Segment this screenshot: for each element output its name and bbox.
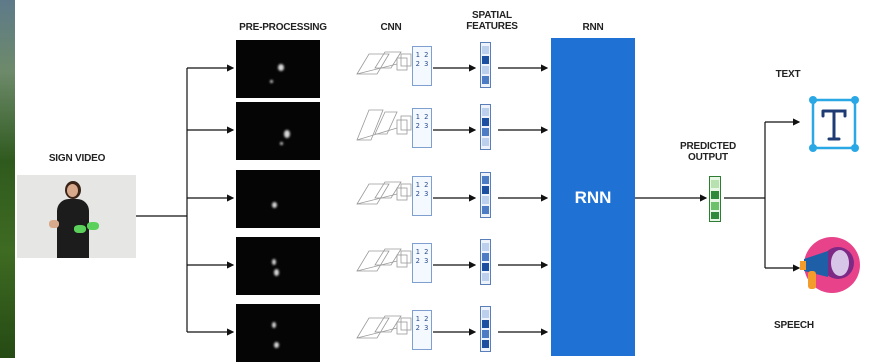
- background-photo-strip: [0, 0, 15, 358]
- text-t-icon: [808, 95, 860, 153]
- spatial-feature-vector-5: [480, 306, 491, 352]
- predicted-output-line1: PREDICTED: [680, 141, 736, 152]
- rnn-block: [551, 38, 635, 356]
- predicted-output-label: PREDICTED OUTPUT: [672, 141, 744, 163]
- rnn-block-label: RNN: [574, 188, 612, 207]
- text-output-label: TEXT: [775, 69, 801, 80]
- spatial-features-line2: FEATURES: [466, 21, 518, 32]
- predicted-output-line2: OUTPUT: [688, 152, 728, 163]
- preprocessed-frame-4: [236, 237, 320, 295]
- spatial-feature-vector-1: [480, 42, 491, 88]
- sign-video-thumbnail: [17, 175, 136, 258]
- preprocessed-frame-5: [236, 304, 320, 362]
- pre-processing-label: PRE-PROCESSING: [239, 22, 327, 33]
- sign-video-label: SIGN VIDEO: [48, 153, 106, 164]
- predicted-output-vector: [709, 176, 721, 222]
- speech-output-label: SPEECH: [774, 320, 814, 331]
- preprocessed-frame-3: [236, 170, 320, 228]
- spatial-feature-vector-2: [480, 104, 491, 150]
- preprocessed-frame-2: [236, 102, 320, 160]
- speech-megaphone-icon: [798, 233, 860, 303]
- spatial-features-label: SPATIAL FEATURES: [457, 10, 527, 32]
- spatial-feature-vector-4: [480, 239, 491, 285]
- cnn-label: CNN: [380, 22, 402, 33]
- rnn-header-label: RNN: [582, 22, 604, 33]
- spatial-feature-vector-3: [480, 172, 491, 218]
- preprocessed-frame-1: [236, 40, 320, 98]
- spatial-features-line1: SPATIAL: [472, 10, 512, 21]
